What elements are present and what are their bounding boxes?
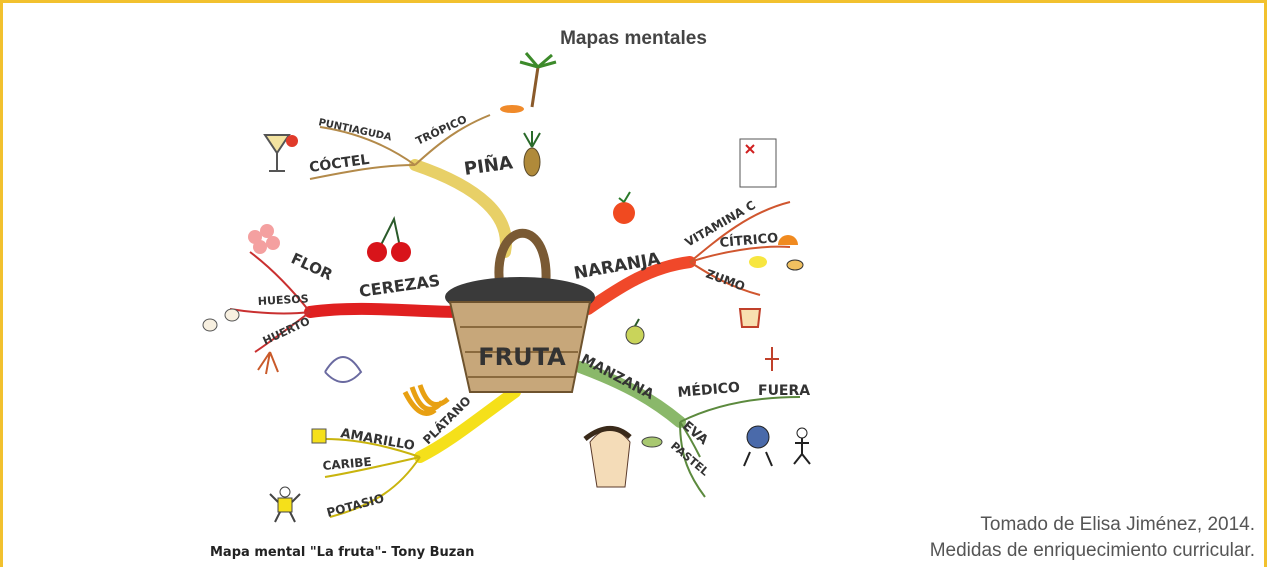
sub-branch-vitamina [689,201,791,263]
sub-branch-huesos [229,308,311,315]
branch-manzana [574,361,686,428]
orange-icon [613,191,635,224]
cherries-icon [367,216,411,262]
tree-roots-icon [257,351,363,383]
sub-label-amarillo: AMARILLO [339,426,416,454]
source-credit: Tomado de Elisa Jiménez, 2014. Medidas d… [930,512,1255,564]
sub-branch-tropico [414,114,491,166]
basket-icon [445,228,595,393]
center-label: FRUTA [478,343,566,371]
doctor-chase-icon [743,425,811,467]
sub-branch-amarillo [324,438,421,458]
cherry-pits-icon [202,308,240,332]
sub-branch-coctel [309,164,416,180]
cocktail-glass-icon [263,134,298,172]
mind-map-image: FRUTA PIÑA CÓCTEL PUNTIAGUDA TRÓPICO NAR… [160,47,830,567]
palm-tree-icon [500,52,557,113]
sub-branch-zumo [689,261,761,296]
sub-branch-potasio [329,456,421,518]
sub-branch-medico [679,396,801,423]
branch-label-manzana: MANZANA [578,351,656,403]
yellow-square-icon [311,428,327,444]
sub-label-caribe: CARIBE [322,455,372,473]
eve-figure-icon [583,426,663,488]
sub-label-coctel: CÓCTEL [308,150,370,176]
pineapple-icon [523,131,541,177]
sub-label-puntiaguda: PUNTIAGUDA [317,117,392,143]
sub-branch-huerto [254,311,311,353]
sub-label-potasio: POTASIO [325,491,385,520]
sub-branch-pastel [679,421,706,498]
banana-bunch-icon [402,384,450,416]
branch-platano [414,386,521,463]
branch-label-pina: PIÑA [462,150,514,180]
apple-icon [625,318,645,345]
page-title: Mapas mentales [560,28,707,49]
juice-pitcher-icon [738,308,779,371]
no-tablets-icon [739,138,777,188]
branch-naranja [582,256,696,315]
mind-map-caption: Mapa mental "La fruta"- Tony Buzan [210,545,475,560]
sub-label-citrico: CÍTRICO [719,230,779,251]
sub-branch-flor [249,251,311,313]
sub-label-medico: MÉDICO [677,379,741,401]
branch-pina [409,159,512,258]
branch-cerezas [304,302,466,318]
sub-branch-caribe [324,456,421,478]
sub-label-eva: EVA [679,419,710,449]
sub-branch-eva [679,421,701,458]
sub-label-huerto: HUERTO [261,315,312,348]
credit-line-2: Medidas de enriquecimiento curricular. [929,540,1255,561]
sub-label-zumo: ZUMO [704,267,747,294]
credit-line-1: Tomado de Elisa Jiménez, 2014. [980,514,1255,535]
sub-branch-citrico [689,245,791,263]
sub-label-flor: FLOR [288,249,336,284]
sub-label-huesos: HUESOS [257,292,309,308]
flower-icon [248,224,280,254]
child-figure-icon [269,486,301,523]
lemon-icon [749,235,804,271]
sub-branch-puntiaguda [319,126,416,166]
sub-label-fuera: FUERA [758,383,810,399]
branch-label-cerezas: CEREZAS [358,271,441,301]
